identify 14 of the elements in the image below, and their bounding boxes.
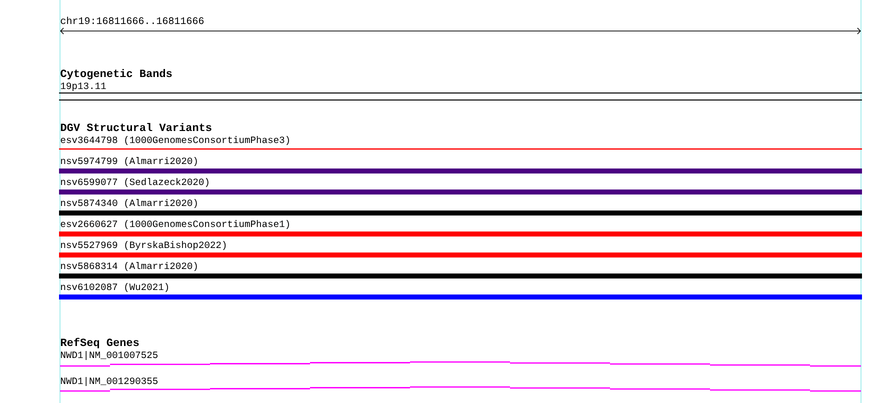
variant-bar: nsv6599077 (Sedlazeck2020): [59, 178, 862, 194]
gene-track: NWD1|NM_001007525: [59, 351, 862, 367]
variant-bar: esv3644798 (1000GenomesConsortiumPhase3): [59, 136, 862, 150]
variant-bar: nsv5974799 (Almarri2020): [59, 157, 862, 174]
cytoband-box: 19p13.11: [58, 82, 862, 100]
variant-bar: nsv5874340 (Almarri2020): [59, 199, 862, 216]
location-label: chr19:16811666..16811666: [60, 16, 204, 24]
variant-bar: esv2660627 (1000GenomesConsortiumPhase1): [59, 220, 862, 236]
variant-bar: nsv5527969 (ByrskaBishop2022): [59, 241, 862, 258]
gene-track: NWD1|NM_001290355: [59, 377, 862, 392]
variant-bar: nsv6102087 (Wu2021): [59, 283, 862, 300]
variant-bar: nsv5868314 (Almarri2020): [59, 262, 862, 278]
track-title: RefSeq Genes: [60, 338, 139, 348]
track-title: DGV Structural Variants: [60, 123, 212, 132]
